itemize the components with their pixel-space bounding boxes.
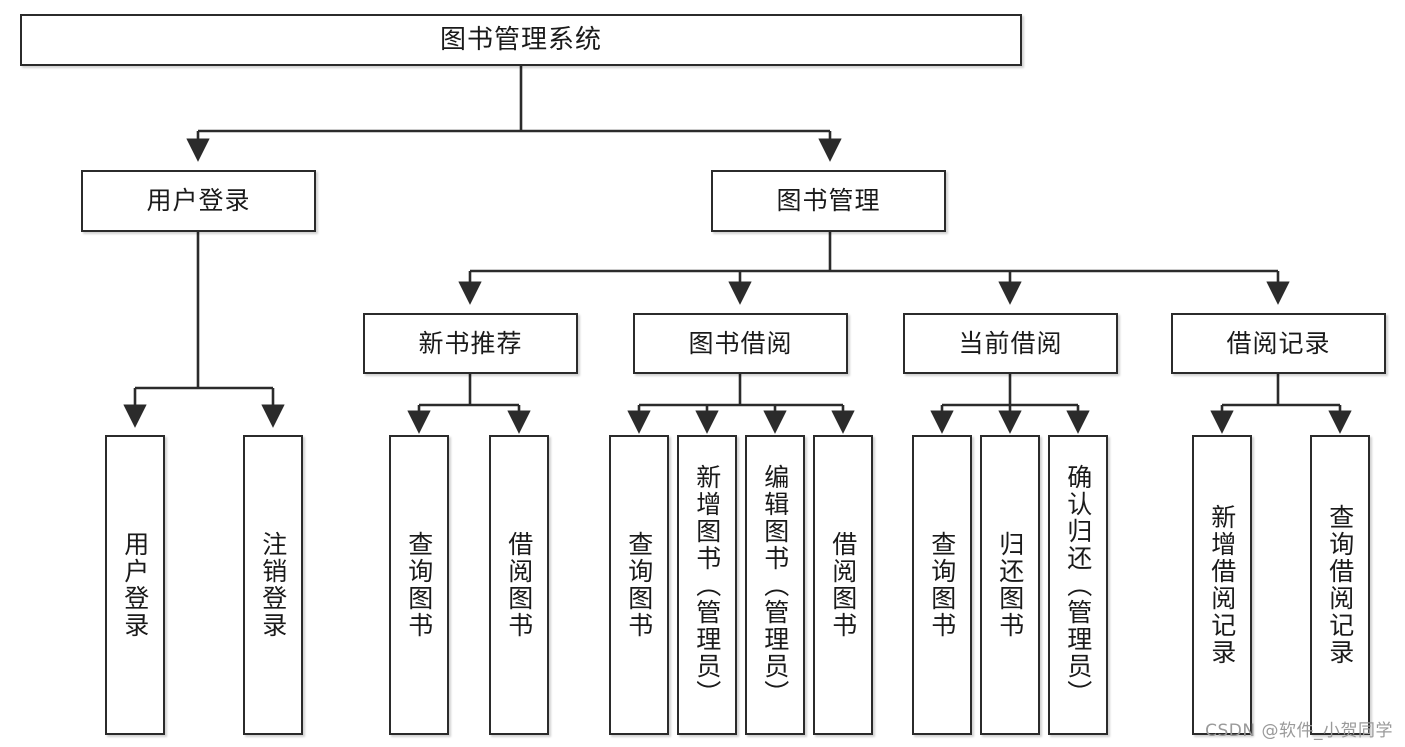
node-leaf-return-book[interactable]: 归还图书: [980, 435, 1040, 735]
node-label: 注销登录: [258, 531, 288, 639]
node-root-book-management-system[interactable]: 图书管理系统: [20, 14, 1022, 66]
node-current-borrow[interactable]: 当前借阅: [903, 313, 1118, 374]
node-leaf-add-record[interactable]: 新增借阅记录: [1192, 435, 1252, 735]
node-leaf-borrow-book-1[interactable]: 借阅图书: [489, 435, 549, 735]
node-label: 当前借阅: [958, 328, 1063, 358]
node-label: 查询借阅记录: [1325, 504, 1355, 666]
node-leaf-query-book-1[interactable]: 查询图书: [389, 435, 449, 735]
node-leaf-borrow-book-2[interactable]: 借阅图书: [813, 435, 873, 735]
node-label: 借阅记录: [1226, 328, 1331, 358]
node-label: 借阅图书: [828, 531, 858, 639]
node-label: 查询图书: [404, 531, 434, 639]
node-leaf-logout[interactable]: 注销登录: [243, 435, 303, 735]
node-label: 查询图书: [624, 531, 654, 639]
node-leaf-add-book[interactable]: 新增图书（管理员）: [677, 435, 737, 735]
node-label: 查询图书: [927, 531, 957, 639]
node-label: 确认归还（管理员）: [1063, 463, 1093, 707]
node-new-book-recommend[interactable]: 新书推荐: [363, 313, 578, 374]
node-label: 图书管理: [776, 186, 881, 216]
node-borrow-record[interactable]: 借阅记录: [1171, 313, 1386, 374]
node-user-login[interactable]: 用户登录: [81, 170, 316, 232]
node-leaf-query-record[interactable]: 查询借阅记录: [1310, 435, 1370, 735]
node-leaf-confirm-return[interactable]: 确认归还（管理员）: [1048, 435, 1108, 735]
node-label: 新增图书（管理员）: [692, 463, 722, 707]
node-leaf-query-book-2[interactable]: 查询图书: [609, 435, 669, 735]
node-leaf-edit-book[interactable]: 编辑图书（管理员）: [745, 435, 805, 735]
node-label: 归还图书: [995, 531, 1025, 639]
node-leaf-query-book-3[interactable]: 查询图书: [912, 435, 972, 735]
node-book-borrow[interactable]: 图书借阅: [633, 313, 848, 374]
node-label: 图书管理系统: [439, 24, 602, 55]
node-label: 新增借阅记录: [1207, 504, 1237, 666]
node-label: 用户登录: [120, 531, 150, 639]
node-label: 用户登录: [146, 186, 251, 216]
node-label: 图书借阅: [688, 328, 793, 358]
node-label: 新书推荐: [418, 328, 523, 358]
node-label: 编辑图书（管理员）: [760, 463, 790, 707]
node-book-management[interactable]: 图书管理: [711, 170, 946, 232]
node-leaf-user-login[interactable]: 用户登录: [105, 435, 165, 735]
node-label: 借阅图书: [504, 531, 534, 639]
